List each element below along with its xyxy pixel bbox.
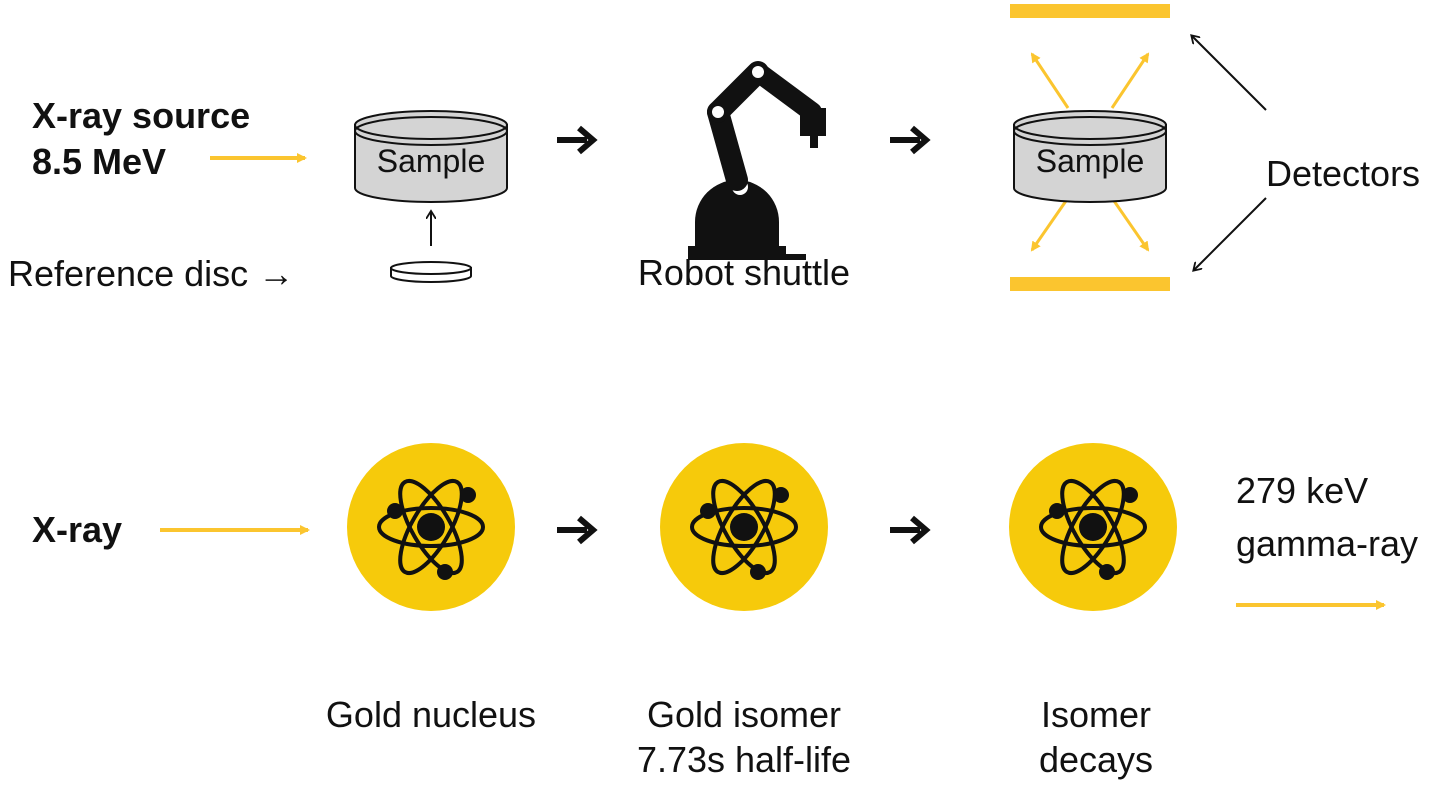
half-life-label: 7.73s half-life — [637, 739, 851, 780]
sample-label-2: Sample — [1036, 143, 1145, 179]
step-arrow-2 — [890, 128, 926, 152]
detector-bar-icon — [1010, 277, 1170, 291]
robot-shuttle-label: Robot shuttle — [638, 252, 850, 293]
reference-disc-icon — [390, 261, 472, 283]
step-arrow-1 — [557, 128, 593, 152]
sample-label: Sample — [377, 143, 486, 179]
detector-bar-icon — [1010, 4, 1170, 18]
xray-source-label: X-ray source — [32, 95, 250, 136]
xray-label: X-ray — [32, 509, 122, 550]
detector-pointer-top — [1192, 36, 1267, 111]
step-arrow-3 — [557, 518, 593, 542]
gamma-ray-label: gamma-ray — [1236, 523, 1418, 564]
gold-isomer-label: Gold isomer — [647, 694, 841, 735]
gamma-emission-arrows — [1030, 52, 1150, 252]
gamma-energy-label: 279 keV — [1236, 470, 1368, 511]
reference-disc-label: Reference disc → — [8, 253, 294, 294]
isomer-label: Isomer — [1041, 694, 1151, 735]
robot-arm-icon — [688, 61, 826, 260]
sample-cylinder-icon — [1013, 110, 1167, 203]
detector-pointer-bottom — [1194, 197, 1267, 270]
xray-energy-label: 8.5 MeV — [32, 141, 166, 182]
detectors-label: Detectors — [1266, 153, 1420, 194]
gold-nucleus-label: Gold nucleus — [326, 694, 536, 735]
step-arrow-4 — [890, 518, 926, 542]
sample-cylinder-icon — [354, 110, 508, 203]
decays-label: decays — [1039, 739, 1153, 780]
